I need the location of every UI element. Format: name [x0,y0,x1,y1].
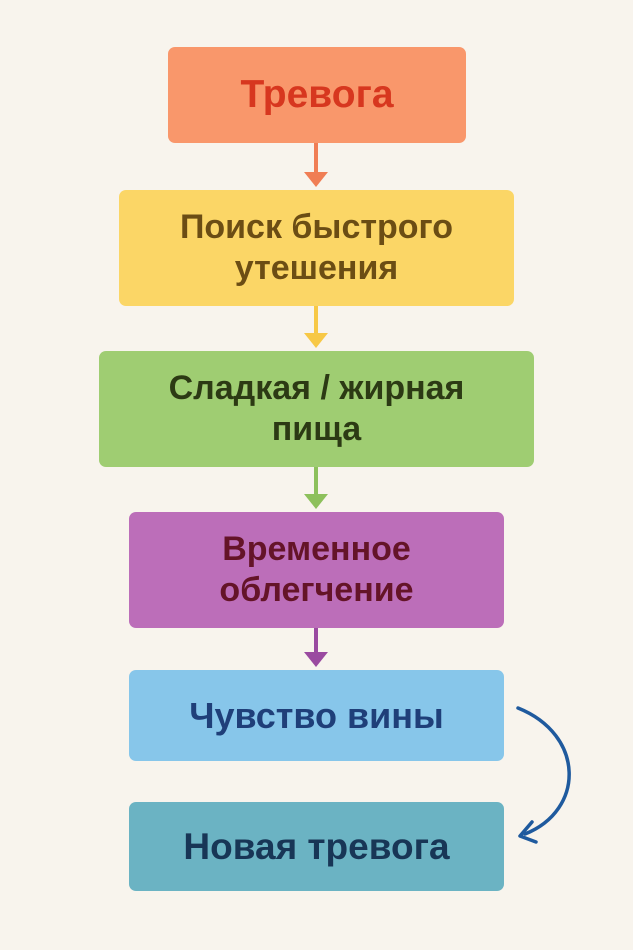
arrow-2-to-3 [304,306,328,348]
step-temporary-relief-label: Временное облегчение [219,529,414,609]
step-anxiety-label: Тревога [240,73,394,117]
arrow-4-to-5 [304,628,328,667]
step-new-anxiety: Новая тревога [129,802,504,891]
loop-arrow-guilt-to-new-anxiety [516,706,571,844]
step-sweet-fatty-food: Сладкая / жирная пища [99,351,534,467]
step-seeking-comfort-label: Поиск быстрого утешения [179,207,454,287]
step-sweet-fatty-food-label: Сладкая / жирная пища [168,368,465,448]
arrow-1-to-2 [304,143,328,187]
step-seeking-comfort: Поиск быстрого утешения [119,190,514,306]
step-anxiety: Тревога [168,47,466,143]
step-guilt: Чувство вины [129,670,504,761]
step-guilt-label: Чувство вины [189,694,444,736]
step-temporary-relief: Временное облегчение [129,512,504,628]
arrow-3-to-4 [304,467,328,509]
step-new-anxiety-label: Новая тревога [183,825,450,867]
